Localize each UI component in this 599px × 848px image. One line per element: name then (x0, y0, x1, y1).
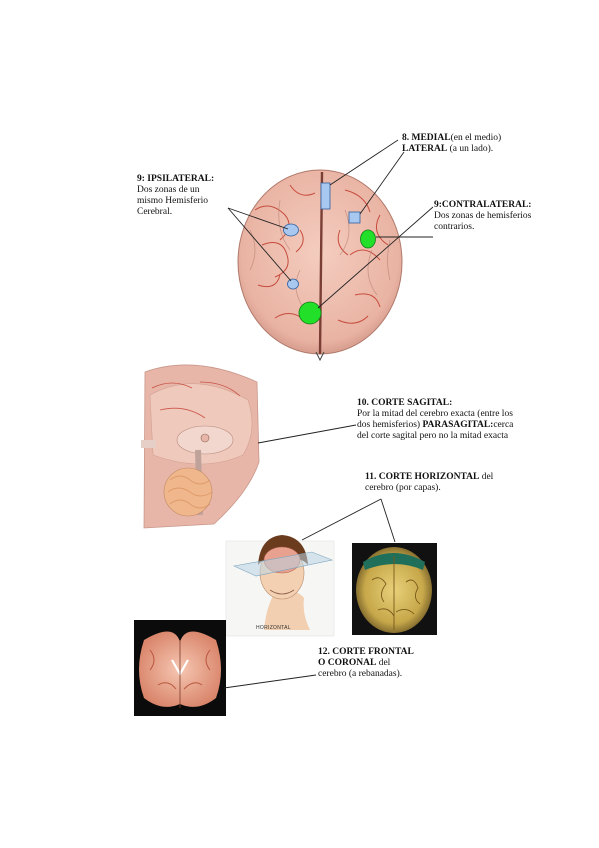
ipsilateral-line3: Cerebral. (137, 207, 173, 217)
sagittal-connector (257, 424, 357, 444)
horizontal-title: 11. CORTE HORIZONTAL (365, 472, 480, 482)
horizontal-connectors (301, 498, 396, 543)
medial-marker (320, 182, 331, 210)
ipsilateral-marker-upper (283, 223, 299, 237)
frontal-line1: cerebro (a rebanadas). (318, 669, 403, 679)
horizontal-line1: cerebro (por capas). (365, 483, 441, 493)
frontal-title2: O CORONAL (318, 658, 377, 668)
sagittal-label: 10. CORTE SAGITAL: Por la mitad del cere… (357, 398, 572, 442)
frontal-label: 12. CORTE FRONTAL O CORONAL del cerebro … (318, 647, 468, 680)
horizontal-label: 11. CORTE HORIZONTAL del cerebro (por ca… (365, 472, 545, 494)
contralateral-title: 9:CONTRALATERAL: (434, 200, 532, 210)
coronal-connector (223, 674, 317, 689)
contralateral-line2: contrarios. (434, 222, 475, 232)
sagittal-line1: Por la mitad del cerebro exacta (entre l… (357, 409, 513, 419)
contralateral-line1: Dos zonas de hemisferios (434, 211, 532, 221)
ipsilateral-line1: Dos zonas de un (137, 185, 200, 195)
horizontal-slice-image (352, 543, 437, 635)
sagittal-title: 10. CORTE SAGITAL: (357, 398, 453, 408)
ipsilateral-label: 9: IPSILATERAL: Dos zonas de un mismo He… (137, 174, 257, 218)
ipsilateral-marker-lower (287, 278, 299, 290)
horizontal-head-image (225, 535, 335, 637)
contralateral-marker-right (360, 229, 376, 249)
sagittal-line2a: dos hemisferios) (357, 420, 423, 430)
medial-lateral-label: 8. MEDIAL(en el medio) LATERAL (a un lad… (402, 133, 562, 155)
frontal-title2-rest: del (376, 658, 391, 668)
lateral-title: LATERAL (402, 144, 448, 154)
sagittal-line2b: cerca (493, 420, 514, 430)
medial-note: (en el medio) (450, 133, 502, 143)
medial-title: 8. MEDIAL (402, 133, 451, 143)
contralateral-label: 9:CONTRALATERAL: Dos zonas de hemisferio… (434, 200, 584, 233)
frontal-title1: 12. CORTE FRONTAL (318, 647, 414, 657)
contralateral-marker-left (298, 301, 322, 325)
parasagittal-title: PARASAGITAL: (422, 420, 494, 430)
coronal-section-image (134, 620, 226, 716)
ipsilateral-title: 9: IPSILATERAL: (137, 174, 215, 184)
ipsilateral-line2: mismo Hemisferio (137, 196, 208, 206)
horizontal-title-rest: del (479, 472, 494, 482)
sagittal-section-image (141, 364, 262, 529)
sagittal-line3: del corte sagital pero no la mitad exact… (357, 431, 509, 441)
connector-lines-top (227, 139, 434, 309)
horizontal-figure-caption: HORIZONTAL (256, 625, 291, 631)
lateral-marker (348, 211, 361, 224)
brain-top-view (237, 169, 403, 362)
lateral-note: (a un lado). (447, 144, 494, 154)
